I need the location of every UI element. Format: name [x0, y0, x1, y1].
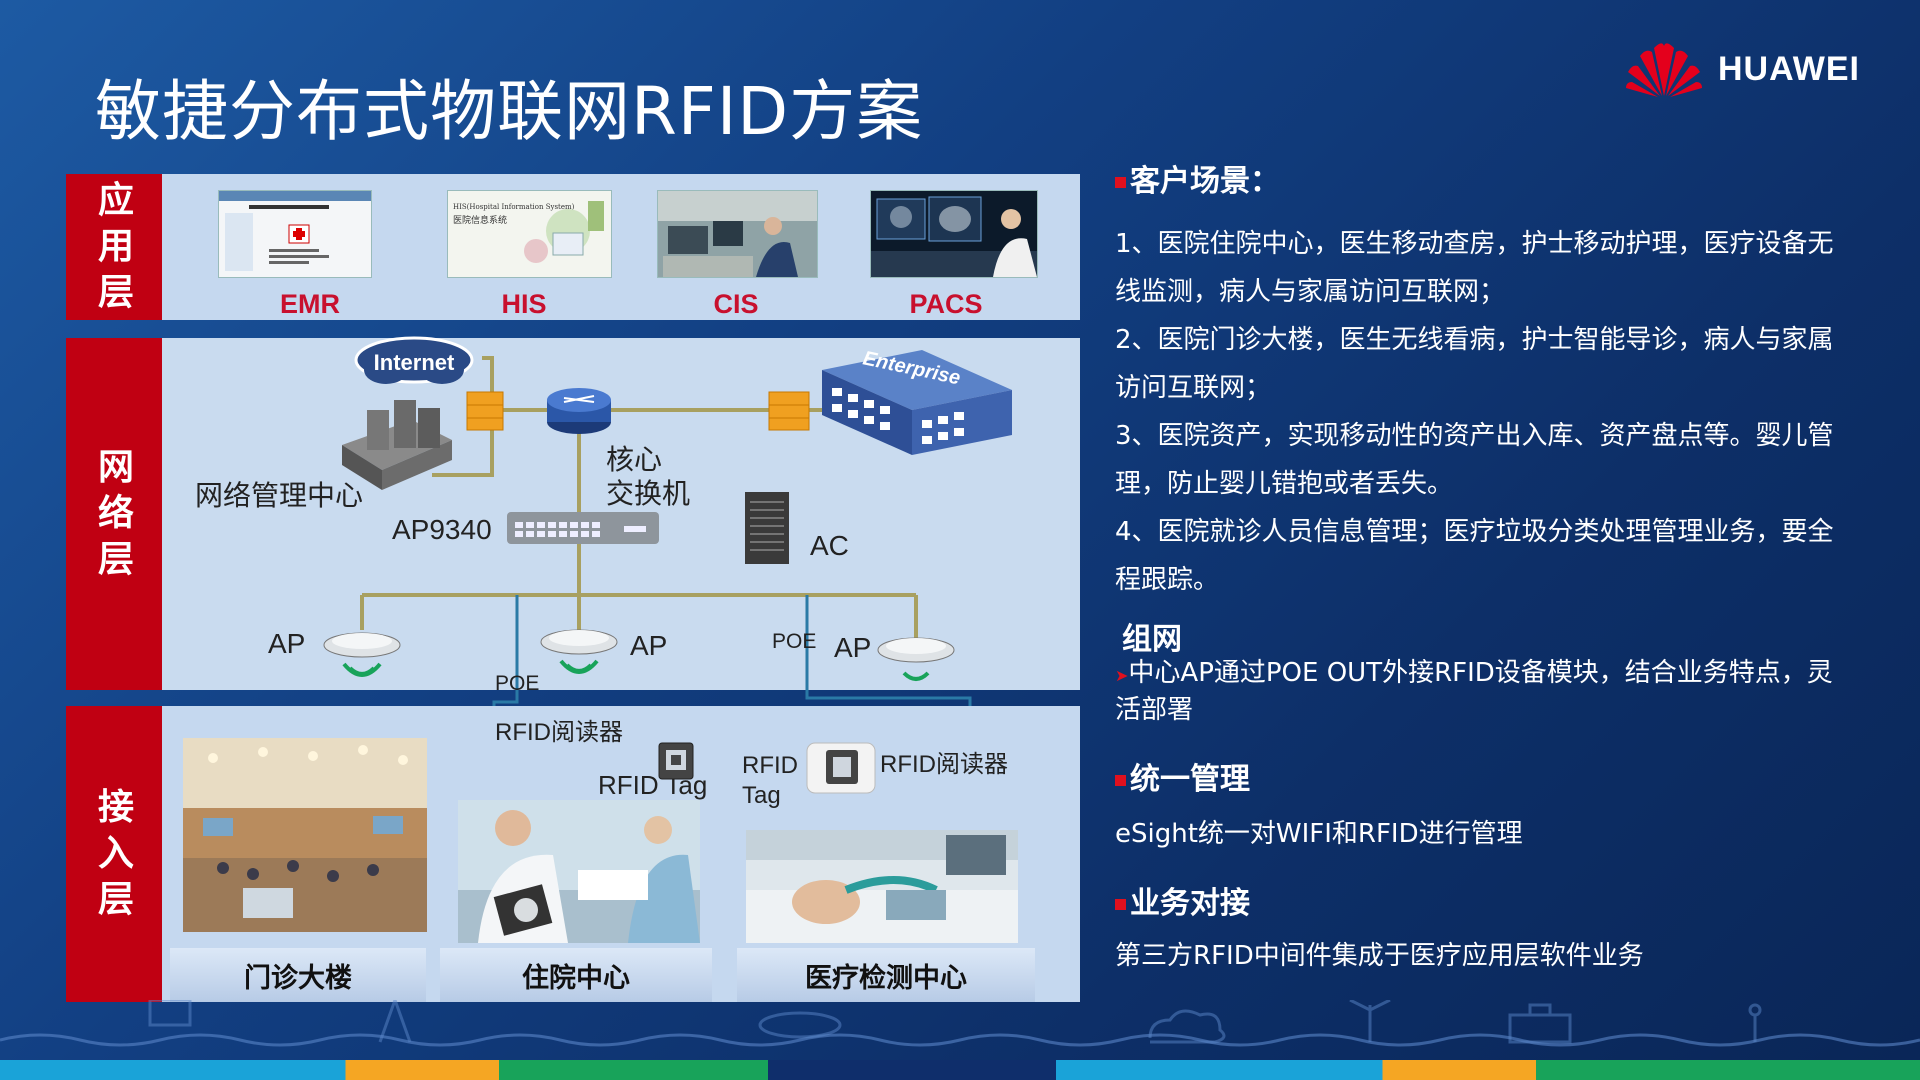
- rfid-tag-label-2-line1: RFID: [742, 752, 798, 779]
- mgmt-heading: 统一管理: [1115, 754, 1250, 798]
- nms-label: 网络管理中心: [195, 480, 364, 511]
- bullet-square-icon: [1115, 775, 1126, 786]
- firewall-icon: [768, 391, 810, 431]
- bottom-decoration: [0, 1000, 1920, 1047]
- ap-label-center: AP: [630, 630, 668, 661]
- area-label-outpatient: 门诊大楼: [170, 948, 426, 1002]
- app-label-his: HIS: [501, 289, 547, 319]
- ac-label: AC: [810, 530, 849, 561]
- inpatient-ward-photo: [458, 800, 700, 943]
- ac-controller-icon: [745, 492, 789, 564]
- poe-label-left: POE: [495, 672, 540, 695]
- rfid-reader-label-2: RFID阅读器: [880, 751, 1008, 778]
- medical-test-photo: [746, 830, 1018, 943]
- mgmt-heading-text: 统一管理: [1130, 762, 1250, 797]
- network-layer-text: 网络层: [98, 447, 135, 580]
- huawei-logo: HUAWEI: [1624, 38, 1860, 100]
- outpatient-hall-photo: [183, 738, 427, 932]
- scene-list: 1、医院住院中心，医生移动查房，护士移动护理，医疗设备无线监测，病人与家属访问互…: [1115, 220, 1855, 604]
- app-label-emr: EMR: [280, 289, 340, 319]
- enterprise-building-icon: Enterprise: [822, 347, 1012, 455]
- network-text-content: 中心AP通过POE OUT外接RFID设备模块，结合业务特点，灵活部署: [1115, 658, 1833, 725]
- area-label-inpatient: 住院中心: [440, 948, 712, 1002]
- access-point-icon: [540, 629, 618, 674]
- ap-label-right: AP: [834, 632, 872, 663]
- scene-item: 3、医院资产，实现移动性的资产出入库、资产盘点等。婴儿管理，防止婴儿错抱或者丢失…: [1115, 421, 1834, 499]
- network-text: ➤中心AP通过POE OUT外接RFID设备模块，结合业务特点，灵活部署: [1115, 656, 1855, 727]
- page-title: 敏捷分布式物联网RFID方案: [95, 73, 924, 150]
- biz-heading: 业务对接: [1115, 878, 1250, 922]
- ap9340-label: AP9340: [392, 514, 492, 545]
- network-heading: 组网: [1122, 614, 1182, 658]
- his-thumb-title: HIS(Hospital Information System): [453, 203, 575, 211]
- network-heading-text: 组网: [1122, 622, 1182, 657]
- scene-heading-text: 客户场景：: [1130, 164, 1280, 199]
- rfid-tag-icon: [806, 742, 876, 794]
- bullet-square-icon: [1115, 899, 1126, 910]
- scene-item: 1、医院住院中心，医生移动查房，护士移动护理，医疗设备无线监测，病人与家属访问互…: [1115, 229, 1834, 307]
- biz-text: 第三方RFID中间件集成于医疗应用层软件业务: [1115, 941, 1644, 971]
- rfid-tag-icon: [658, 742, 694, 780]
- his-thumb-subtitle: 医院信息系统: [453, 214, 507, 226]
- huawei-wordmark: HUAWEI: [1718, 49, 1860, 88]
- nms-servers-icon: [342, 400, 452, 490]
- access-point-icon: [323, 632, 401, 677]
- internet-cloud: Internet: [354, 336, 474, 384]
- access-layer-text: 接入层: [98, 787, 135, 920]
- core-switch-label-line2: 交换机: [606, 478, 691, 509]
- biz-heading-text: 业务对接: [1130, 886, 1250, 921]
- bottom-color-strip: [0, 1060, 1920, 1080]
- network-layer-label: 网络层: [66, 338, 166, 690]
- mgmt-text: eSight统一对WIFI和RFID进行管理: [1115, 819, 1523, 849]
- emr-screenshot: [218, 190, 372, 278]
- scene-item: 2、医院门诊大楼，医生无线看病，护士智能导诊，病人与家属访问互联网；: [1115, 325, 1834, 403]
- huawei-flower-icon: [1626, 43, 1702, 97]
- his-screenshot: HIS(Hospital Information System) 医院信息系统: [447, 190, 612, 278]
- poe-label-right: POE: [772, 630, 817, 653]
- pacs-photo: [870, 190, 1038, 278]
- core-switch-label-line1: 核心: [606, 444, 663, 475]
- bullet-square-icon: [1115, 177, 1126, 188]
- scene-heading: 客户场景：: [1115, 156, 1280, 200]
- scene-item: 4、医院就诊人员信息管理；医疗垃圾分类处理管理业务，要全程跟踪。: [1115, 517, 1834, 595]
- area-label-medical-test: 医疗检测中心: [737, 948, 1035, 1002]
- rfid-reader-label-1: RFID阅读器: [495, 719, 623, 746]
- firewall-icon: [466, 391, 504, 431]
- ap-label-left: AP: [268, 628, 306, 659]
- app-layer-text: 应用层: [97, 180, 134, 313]
- internet-label: Internet: [374, 350, 455, 375]
- app-label-cis: CIS: [713, 289, 759, 319]
- ap9340-switch-icon: [507, 512, 659, 544]
- app-layer-label: 应用层: [66, 174, 166, 320]
- cis-photo: [657, 190, 818, 278]
- bullet-arrow-icon: ➤: [1115, 666, 1129, 685]
- core-switch-icon: [547, 388, 611, 434]
- access-point-icon: [877, 637, 955, 681]
- access-layer-label: 接入层: [66, 706, 166, 1002]
- app-label-pacs: PACS: [909, 289, 983, 319]
- rfid-tag-label-2-line2: Tag: [742, 782, 781, 809]
